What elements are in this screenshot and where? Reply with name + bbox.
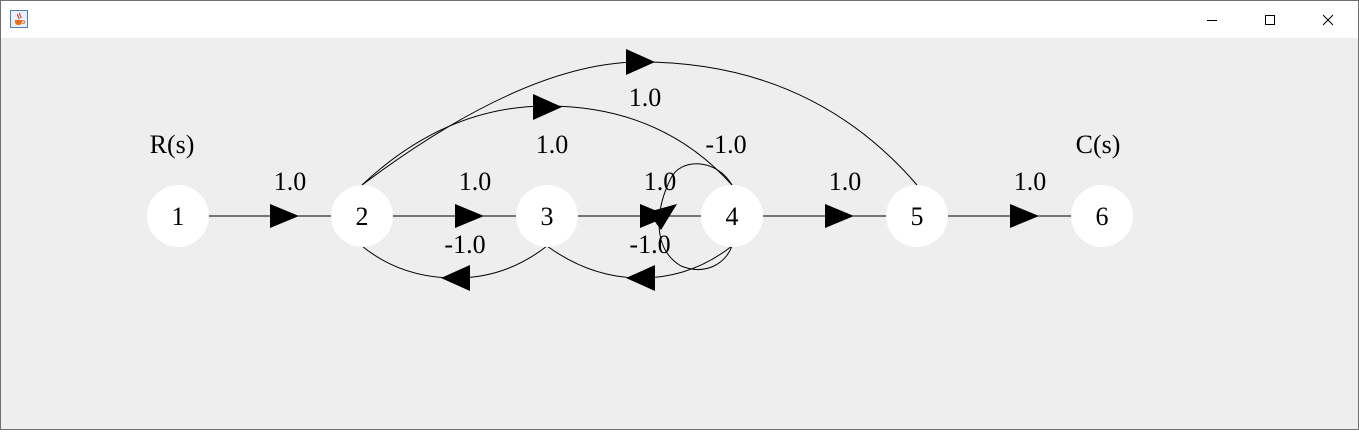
gain-label-4-5: 1.0 (829, 167, 862, 196)
gain-label-1-2: 1.0 (274, 167, 307, 196)
node-label: 4 (726, 202, 739, 231)
gain-label-3-4: 1.0 (644, 167, 677, 196)
arrow-2-4 (533, 94, 562, 120)
maximize-button[interactable] (1241, 1, 1299, 38)
arrow-4-5 (825, 204, 854, 228)
signal-flow-graph-canvas: 1 2 3 4 5 (1, 38, 1358, 429)
gain-label-4-3: -1.0 (629, 230, 670, 259)
arrow-1-2 (270, 204, 299, 228)
node-6[interactable]: 6 (1071, 185, 1133, 247)
node-label: 6 (1096, 202, 1109, 231)
arrow-2-5 (626, 49, 655, 75)
arrow-2-3 (455, 204, 484, 228)
node-1[interactable]: 1 (147, 185, 209, 247)
gain-label-5-6: 1.0 (1014, 167, 1047, 196)
gain-label-2-4: 1.0 (536, 130, 569, 159)
java-cup-icon[interactable] (10, 10, 28, 28)
node-label: 1 (172, 202, 185, 231)
node-1-annotation: R(s) (150, 130, 195, 159)
arrow-4-3 (626, 265, 655, 291)
node-5[interactable]: 5 (886, 185, 948, 247)
node-label: 3 (541, 202, 554, 231)
gain-label-2-3: 1.0 (459, 167, 492, 196)
gain-label-4-4: -1.0 (705, 130, 746, 159)
close-icon (1322, 14, 1334, 25)
minimize-icon (1207, 19, 1217, 21)
title-bar[interactable] (1, 1, 1358, 38)
node-3[interactable]: 3 (516, 185, 578, 247)
arrow-4-4-selfloop (648, 204, 677, 230)
maximize-icon (1265, 14, 1275, 25)
minimize-button[interactable] (1183, 1, 1241, 38)
arrow-3-2 (441, 265, 470, 291)
arrow-5-6 (1010, 204, 1039, 228)
close-button[interactable] (1299, 1, 1357, 38)
node-6-annotation: C(s) (1076, 130, 1121, 159)
node-label: 2 (356, 202, 369, 231)
node-label: 5 (911, 202, 924, 231)
gain-label-2-5: 1.0 (629, 83, 662, 112)
gain-label-3-2: -1.0 (444, 230, 485, 259)
node-2[interactable]: 2 (331, 185, 393, 247)
node-4[interactable]: 4 (701, 185, 763, 247)
